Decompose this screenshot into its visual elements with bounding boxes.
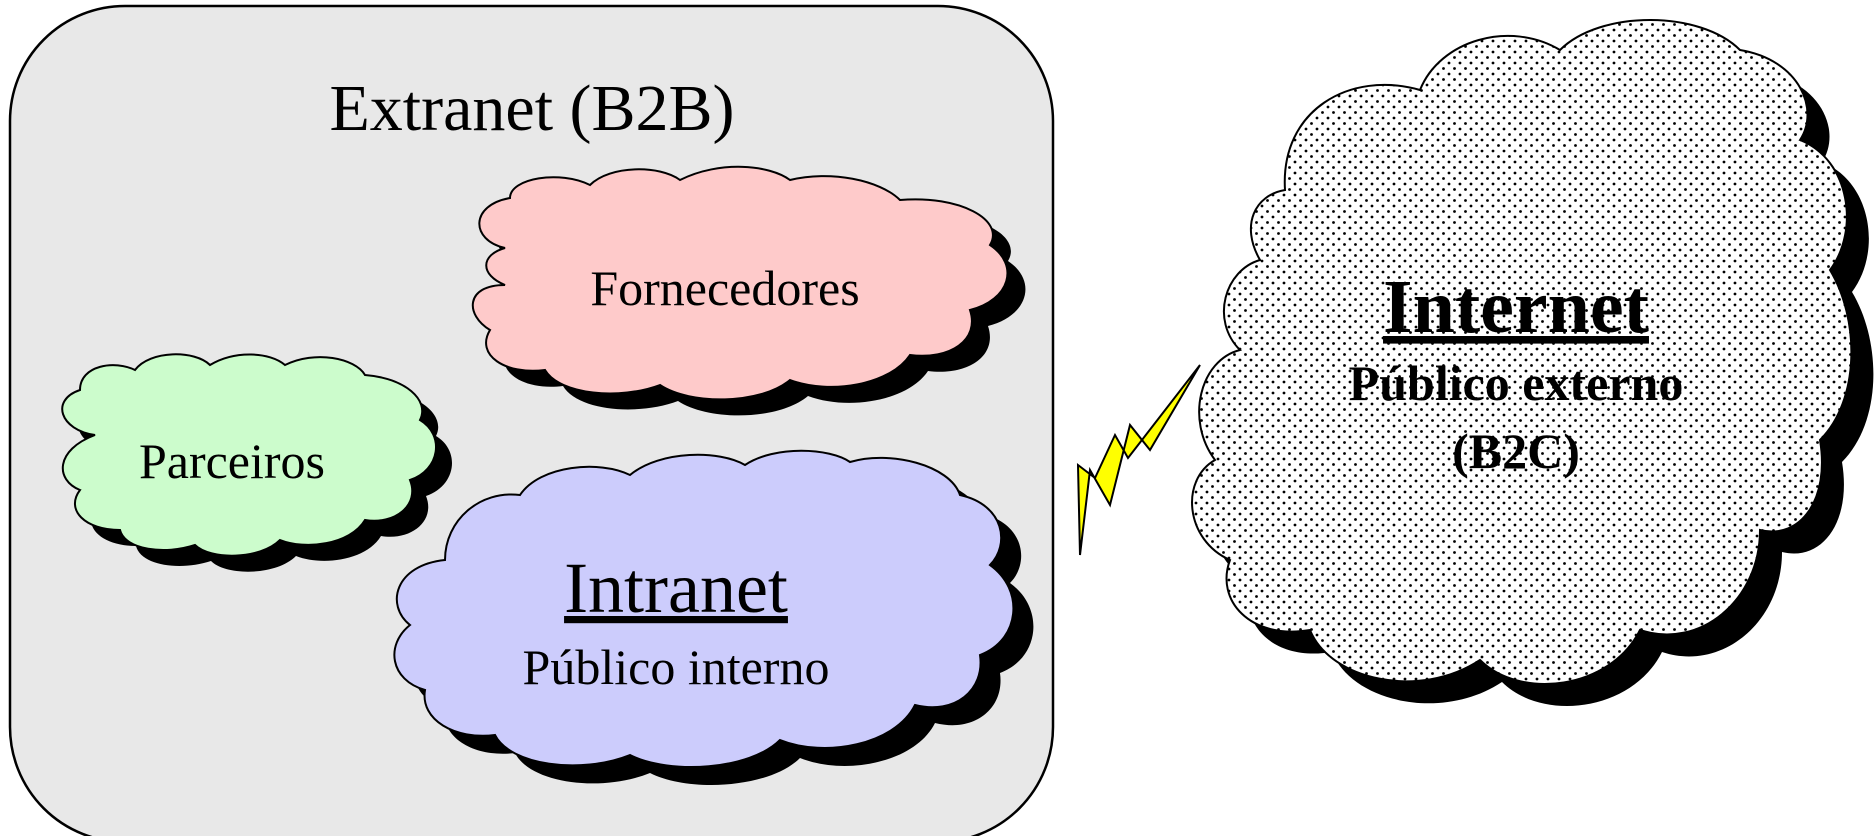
parceiros-cloud: Parceiros [61,353,453,572]
parceiros-label: Parceiros [139,433,325,489]
internet-cloud: Internet Público externo (B2C) [1191,19,1874,706]
lightning-bolt-icon [1076,364,1201,556]
fornecedores-label: Fornecedores [590,260,859,316]
internet-subtitle-line1: Público externo [1349,355,1684,411]
intranet-title: Intranet [564,548,788,628]
fornecedores-cloud: Fornecedores [471,165,1026,416]
intranet-subtitle: Público interno [523,639,830,695]
extranet-title: Extranet (B2B) [329,72,734,145]
internet-subtitle-line2: (B2C) [1452,423,1580,479]
intranet-cloud: Intranet Público interno [393,449,1034,785]
internet-title: Internet [1383,265,1649,349]
